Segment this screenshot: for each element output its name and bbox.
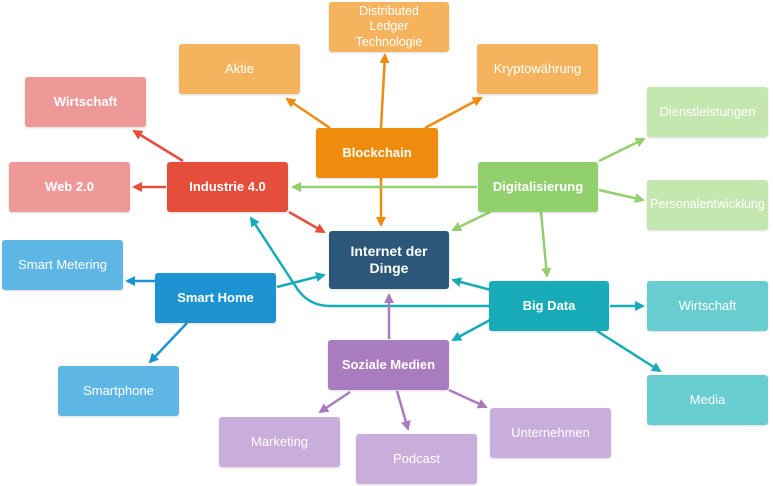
edge-digital-center xyxy=(451,210,491,232)
node-kryptowaehrung[interactable]: Kryptowährung xyxy=(477,44,598,94)
node-smart-home[interactable]: Smart Home xyxy=(155,273,276,323)
edge-bigdata-center xyxy=(451,277,492,292)
node-distributed-ledger[interactable]: Distributed Ledger Technologie xyxy=(329,2,449,52)
node-wirtschaft-teal[interactable]: Wirtschaft xyxy=(647,281,768,331)
edge-sozial-unternehmen xyxy=(448,388,488,409)
node-blockchain[interactable]: Blockchain xyxy=(316,128,438,178)
edge-blockchain-dlt xyxy=(379,53,390,129)
node-smart-metering[interactable]: Smart Metering xyxy=(2,240,123,290)
edge-digital-personal xyxy=(598,188,645,204)
edge-bigdata-media xyxy=(596,329,662,373)
edge-digital-bigdata xyxy=(539,211,552,278)
node-aktie[interactable]: Aktie xyxy=(179,44,300,94)
edge-blockchain-aktie xyxy=(285,97,331,130)
node-smartphone[interactable]: Smartphone xyxy=(58,366,179,416)
edge-blockchain-krypto xyxy=(424,96,483,130)
node-industrie-4-0[interactable]: Industrie 4.0 xyxy=(167,162,288,212)
node-big-data[interactable]: Big Data xyxy=(489,281,609,331)
node-web-2-0[interactable]: Web 2.0 xyxy=(9,162,130,212)
edge-industrie-wirtschaft xyxy=(132,129,184,163)
node-media[interactable]: Media xyxy=(647,375,768,425)
node-marketing[interactable]: Marketing xyxy=(219,417,340,467)
edge-smarthome-smartphone xyxy=(148,322,188,364)
node-soziale-medien[interactable]: Soziale Medien xyxy=(328,340,449,390)
edge-industrie-center xyxy=(288,210,326,234)
node-digitalisierung[interactable]: Digitalisierung xyxy=(478,162,598,212)
node-dienstleistungen[interactable]: Dienstleistungen xyxy=(647,87,768,137)
edge-digital-dienst xyxy=(598,137,646,163)
node-podcast[interactable]: Podcast xyxy=(356,434,477,484)
edge-sozial-podcast xyxy=(395,390,411,431)
edge-bigdata-sozial xyxy=(451,318,491,342)
node-personalentwicklung[interactable]: Personalentwicklung xyxy=(647,180,768,230)
node-wirtschaft-red[interactable]: Wirtschaft xyxy=(25,77,146,127)
node-unternehmen[interactable]: Unternehmen xyxy=(490,408,611,458)
node-internet-der-dinge[interactable]: Internet der Dinge xyxy=(329,231,449,289)
edge-sozial-marketing xyxy=(318,390,351,414)
edge-smarthome-center xyxy=(276,272,326,289)
